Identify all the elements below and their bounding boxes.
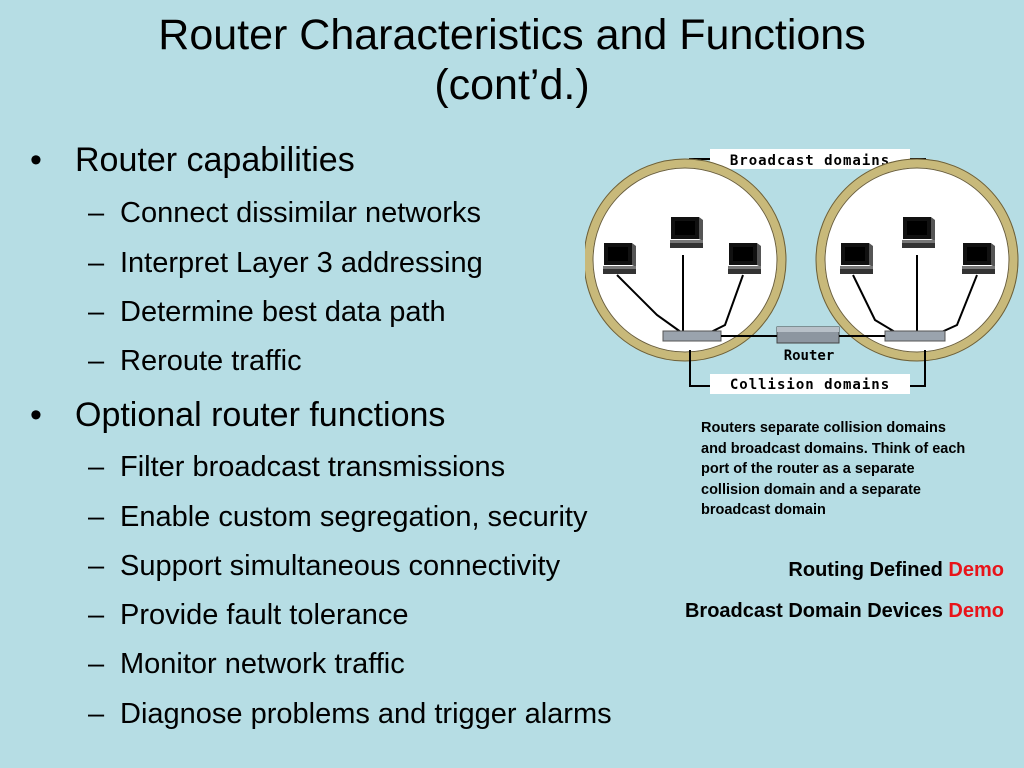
sub-bullet-dash: –	[88, 698, 105, 730]
router-label: Router	[784, 348, 835, 364]
broadcast-domain-devices-link-row: Broadcast Domain Devices Demo	[685, 600, 1004, 623]
sub-bullet-text: Interpret Layer 3 addressing	[120, 247, 483, 279]
collision-domains-label: Collision domains	[730, 377, 890, 393]
computer-icon	[728, 243, 761, 274]
bullet-dot: •	[30, 396, 42, 434]
broadcast-domain-devices-label: Broadcast Domain Devices	[684, 600, 943, 622]
sub-bullet-text: Reroute traffic	[120, 345, 302, 377]
sub-bullet-dash: –	[88, 648, 105, 680]
sub-bullet-text: Support simultaneous connectivity	[120, 550, 561, 582]
sub-bullet-dash: –	[88, 451, 105, 483]
left-domain-ring	[585, 158, 787, 362]
collision-label-bg	[710, 374, 910, 394]
routing-defined-label: Routing Defined	[788, 559, 943, 581]
sub-bullet-dash: –	[88, 550, 105, 582]
slide-title-line-1: Router Characteristics and Functions	[158, 11, 866, 59]
computer-icon	[670, 217, 703, 248]
sub-bullet-dash: –	[88, 501, 105, 533]
sub-bullet-text: Connect dissimilar networks	[120, 197, 482, 229]
bullet-dot: •	[30, 141, 42, 179]
sub-bullet-text: Enable custom segregation, security	[120, 501, 588, 533]
broadcast-domains-label: Broadcast domains	[730, 153, 890, 169]
slide-title: Router Characteristics and Functions (co…	[0, 10, 1024, 110]
computer-icon	[902, 217, 935, 248]
sub-bullet-dash: –	[88, 599, 105, 631]
bullet-text: Router capabilities	[75, 141, 355, 179]
computer-icon	[603, 243, 636, 274]
diagram-caption: Routers separate collision domains and b…	[701, 420, 966, 518]
left-hub	[662, 330, 722, 342]
computer-icon	[962, 243, 995, 274]
network-diagram: Broadcast domains Router Collision domai…	[585, 149, 1019, 394]
sub-bullet-dash: –	[88, 247, 105, 279]
sub-bullet-text: Determine best data path	[120, 296, 446, 328]
sub-bullet-text: Diagnose problems and trigger alarms	[120, 698, 612, 730]
slide-title-line-2: (cont’d.)	[434, 61, 590, 109]
routing-defined-link-row: Routing Defined Demo	[788, 559, 1004, 582]
bullet-text: Optional router functions	[75, 396, 446, 434]
computer-icon	[840, 243, 873, 274]
broadcast-domain-devices-demo-link[interactable]: Demo	[948, 600, 1004, 622]
right-hub	[884, 330, 946, 342]
sub-bullet-text: Provide fault tolerance	[120, 599, 409, 631]
routing-defined-demo-link[interactable]: Demo	[948, 559, 1004, 581]
sub-bullet-dash: –	[88, 296, 105, 328]
sub-bullet-text: Filter broadcast transmissions	[120, 451, 506, 483]
sub-bullet-dash: –	[88, 345, 105, 377]
broadcast-label-bg	[710, 149, 910, 169]
sub-bullet-dash: –	[88, 197, 105, 229]
sub-bullet-text: Monitor network traffic	[120, 648, 405, 680]
